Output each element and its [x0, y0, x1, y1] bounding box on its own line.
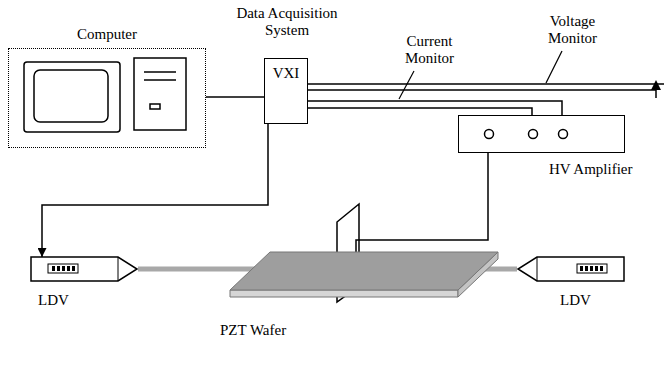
laser-beam: [138, 267, 255, 272]
wafer-shape: [228, 250, 500, 298]
ldv-device: LDV: [30, 254, 138, 284]
vxi-box: Data Acquisition SystemVXI: [264, 58, 308, 124]
signal-wire: [206, 96, 264, 98]
node-label: PZT Wafer: [220, 322, 286, 339]
computer-icon: [24, 58, 186, 132]
signal-wire: [356, 138, 488, 256]
node-label: HV Amplifier: [549, 161, 632, 178]
amp-shape: [459, 116, 624, 152]
signal-label: Current Monitor: [392, 33, 467, 67]
pzt-wafer: PZT Wafer: [228, 250, 500, 298]
node-label: VXI: [265, 65, 307, 82]
ldvR-shape: [517, 254, 625, 284]
signal-wire: [304, 80, 664, 98]
hv-amplifier: HV Amplifier: [458, 115, 625, 153]
node-label: LDV: [38, 292, 69, 309]
node-label: Computer: [9, 26, 205, 43]
ldv-device: LDV: [517, 254, 625, 284]
computer-box: Computer: [8, 48, 206, 148]
signal-label: Voltage Monitor: [535, 13, 610, 47]
node-heading: Data Acquisition System: [222, 5, 352, 39]
signal-wire: [42, 124, 268, 257]
ldvL-shape: [30, 254, 138, 284]
node-label: LDV: [560, 292, 591, 309]
